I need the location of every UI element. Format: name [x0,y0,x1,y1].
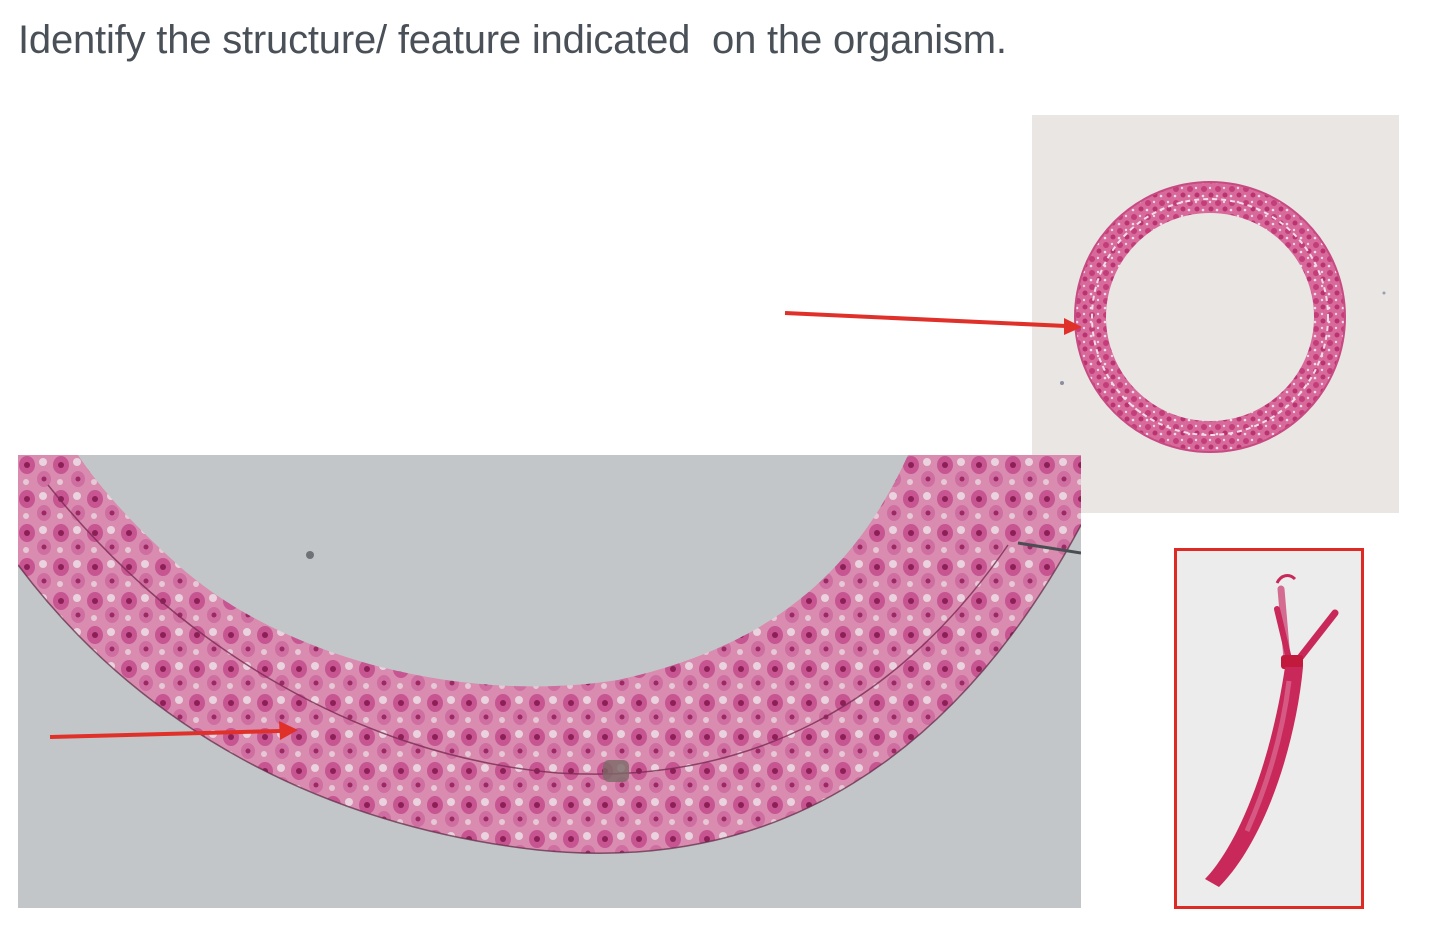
cross-section-image [1032,115,1399,513]
whole-organism-image [1174,548,1364,909]
question-prompt: Identify the structure/ feature indicate… [18,18,1007,62]
enlarged-section-image [18,455,1081,908]
